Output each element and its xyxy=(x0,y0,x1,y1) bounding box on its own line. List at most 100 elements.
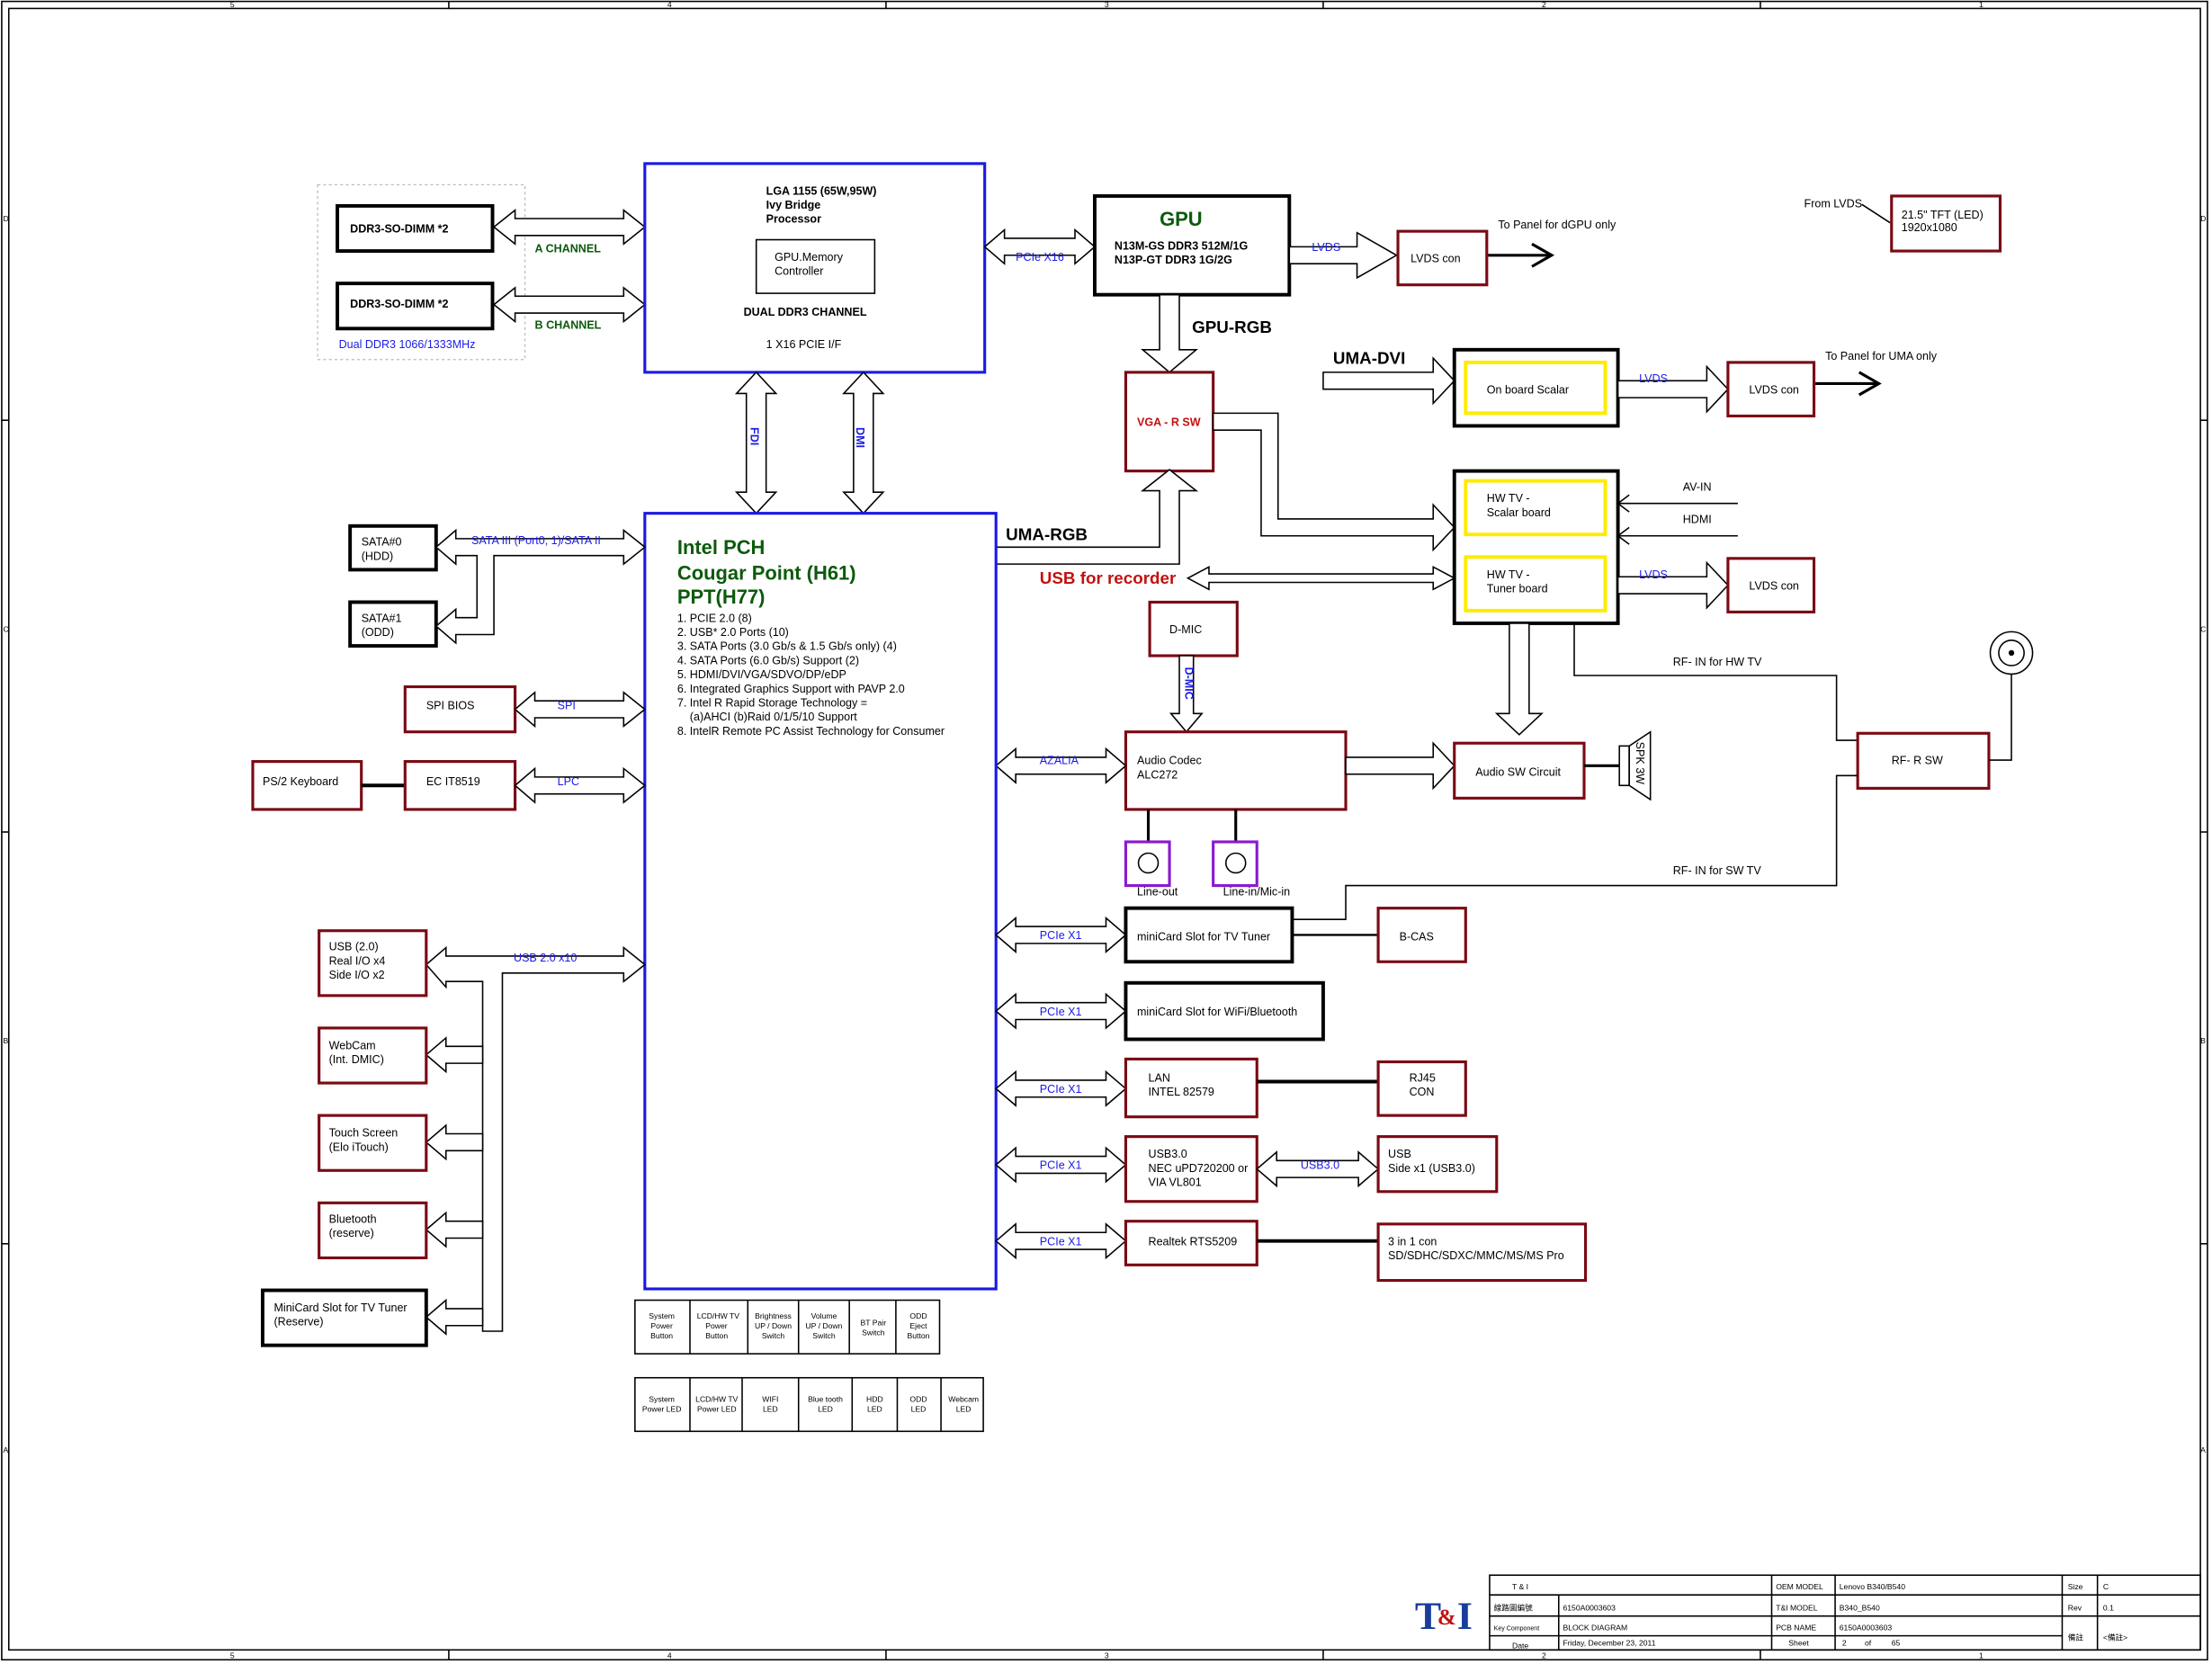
key-component-label: Key Component xyxy=(1494,1625,1540,1632)
usb3-controller-label-3: VIA VL801 xyxy=(1149,1176,1202,1189)
pch-title-1: Intel PCH xyxy=(677,536,766,559)
touchscreen-block xyxy=(318,1114,428,1172)
hwtv-tuner-label-1: HW TV - xyxy=(1487,568,1530,581)
tft-panel-size: 21.5" TFT (LED) xyxy=(1902,209,1984,221)
usb3-port-block xyxy=(1376,1135,1499,1194)
bcas-block xyxy=(1376,907,1467,963)
tft-panel-res: 1920x1080 xyxy=(1902,221,1957,234)
bluetooth-label-2: (reserve) xyxy=(329,1227,374,1239)
lan-label-2: INTEL 82579 xyxy=(1149,1086,1214,1098)
col-label: 4 xyxy=(667,0,672,9)
led-cell: Power LED xyxy=(642,1404,682,1413)
scalar-lvds-arrow xyxy=(1616,364,1729,414)
minicard-usb-arrow xyxy=(425,1298,484,1336)
cpu-socket-label: LGA 1155 (65W,95W) xyxy=(766,184,877,197)
minicard-tv-reserve-block xyxy=(260,1288,428,1347)
memory-speed: Dual DDR3 1066/1333MHz xyxy=(339,338,476,351)
azalia-arrow xyxy=(995,747,1127,784)
rj45-label-1: RJ45 xyxy=(1410,1072,1436,1085)
spi-link-label: SPI xyxy=(558,700,576,712)
cpu-dual-channel-label: DUAL DDR3 CHANNEL xyxy=(744,306,867,318)
button-cell: Button xyxy=(650,1331,673,1340)
dimm-b-label: DDR3-SO-DIMM *2 xyxy=(350,298,448,310)
lvds-con-tv-label: LVDS con xyxy=(1749,579,1799,592)
hdmi-label: HDMI xyxy=(1683,514,1712,526)
memory-group: DDR3-SO-DIMM *2 DDR3-SO-DIMM *2 Dual DDR… xyxy=(317,183,647,361)
hwtv-tuner-label-2: Tuner board xyxy=(1487,582,1548,595)
usb-io-block xyxy=(318,929,428,998)
realtek-block xyxy=(1124,1220,1258,1266)
led-cell: ODD xyxy=(909,1394,927,1403)
button-cell: Eject xyxy=(909,1321,927,1330)
cpu-block: LGA 1155 (65W,95W) Ivy Bridge Processor … xyxy=(643,162,987,374)
oem-model-label: OEM MODEL xyxy=(1776,1582,1823,1591)
sheet-label: Sheet xyxy=(1788,1639,1809,1648)
touch-usb-arrow xyxy=(425,1123,484,1161)
row-label: C xyxy=(2200,624,2206,633)
minicard-wifi-label: miniCard Slot for WiFi/Bluetooth xyxy=(1137,1006,1297,1018)
col-label: 2 xyxy=(1542,1651,1546,1660)
row-label: B xyxy=(2200,1036,2206,1045)
pcie-x1-label: PCIe X1 xyxy=(1040,929,1082,942)
ps2-keyboard-label: PS/2 Keyboard xyxy=(263,775,338,788)
led-cell: LED xyxy=(956,1404,972,1413)
line-out-label: Line-out xyxy=(1137,886,1178,899)
channel-b-arrow xyxy=(492,286,647,324)
pch-title-2: Cougar Point (H61) xyxy=(677,561,856,584)
led-cell: Webcam xyxy=(948,1394,979,1403)
line-in-icon xyxy=(1224,852,1247,874)
oem-model-value: Lenovo B340/B540 xyxy=(1840,1582,1905,1591)
led-cell: LCD/HW TV xyxy=(695,1394,738,1403)
pcb-name-label: PCB NAME xyxy=(1776,1623,1816,1632)
rev-label: Rev xyxy=(2068,1603,2082,1612)
sata0-label-2: (HDD) xyxy=(362,550,393,562)
col-label: 5 xyxy=(230,1651,235,1660)
col-label: 4 xyxy=(667,1651,672,1660)
cpu-family-label: Ivy Bridge xyxy=(766,199,821,211)
audio-codec-label-2: ALC272 xyxy=(1137,768,1178,781)
codec-audiosw-arrow xyxy=(1345,741,1455,791)
uma-dvi-label: UMA-DVI xyxy=(1333,348,1405,367)
button-cell: BT Pair xyxy=(861,1319,887,1328)
row-label: D xyxy=(2200,214,2206,223)
sata0-label-1: SATA#0 xyxy=(362,536,402,549)
usb3-port-label-1: USB xyxy=(1388,1148,1411,1160)
sata-arrow xyxy=(434,528,647,645)
rf-sw-label: RF- R SW xyxy=(1892,755,1943,767)
usb20-link-label: USB 2.0 x10 xyxy=(514,952,577,964)
audio-sw-label: Audio SW Circuit xyxy=(1475,765,1561,778)
svg-text:&: & xyxy=(1437,1606,1456,1630)
sata1-label-2: (ODD) xyxy=(362,626,394,639)
cpu-processor-label: Processor xyxy=(766,213,821,226)
bcas-label: B-CAS xyxy=(1400,931,1434,944)
svg-text:I: I xyxy=(1457,1595,1473,1638)
rev-value: 0.1 xyxy=(2103,1603,2114,1612)
ec-label: EC IT8519 xyxy=(426,775,480,788)
pcie-x1-label: PCIe X1 xyxy=(1040,1006,1082,1018)
channel-b-label: B CHANNEL xyxy=(535,318,602,331)
title-block: T & I T & I OEM MODEL Lenovo B340/B540 S… xyxy=(1414,1574,2201,1651)
usb-recorder-label: USB for recorder xyxy=(1040,568,1177,587)
buttons-table: System Power Button LCD/HW TV Power Butt… xyxy=(634,1299,941,1355)
minicard-wifi-block xyxy=(1124,980,1325,1042)
drawing-no-value: 6150A0003603 xyxy=(1563,1603,1616,1612)
gpu-block: GPU N13M-GS DDR3 512M/1G N13P-GT DDR3 1G… xyxy=(1092,193,1292,297)
rf-hw-line xyxy=(1573,622,1858,741)
led-cell: LED xyxy=(818,1404,833,1413)
pch-feature: 6. Integrated Graphics Support with PAVP… xyxy=(677,683,905,695)
pch-block: Intel PCH Cougar Point (H61) PPT(H77) 1.… xyxy=(643,512,998,1291)
col-label: 2 xyxy=(1542,0,1546,9)
ti-model-label: T&I MODEL xyxy=(1776,1603,1818,1612)
pcb-name-value: 6150A0003603 xyxy=(1840,1623,1893,1632)
memctrl-label-2: Controller xyxy=(775,265,823,278)
svg-text:T: T xyxy=(1415,1595,1441,1638)
pch-feature: 3. SATA Ports (3.0 Gb/s & 1.5 Gb/s only)… xyxy=(677,640,897,653)
tuner-lvds-label: LVDS xyxy=(1639,568,1668,581)
size-label: Size xyxy=(2068,1582,2083,1591)
antenna-line xyxy=(1988,674,2012,761)
speaker-label: SPK 3W xyxy=(1634,742,1646,785)
col-label: 1 xyxy=(1979,0,1984,9)
button-cell: Volume xyxy=(811,1311,837,1320)
from-lvds-label: From LVDS xyxy=(1805,197,1863,210)
